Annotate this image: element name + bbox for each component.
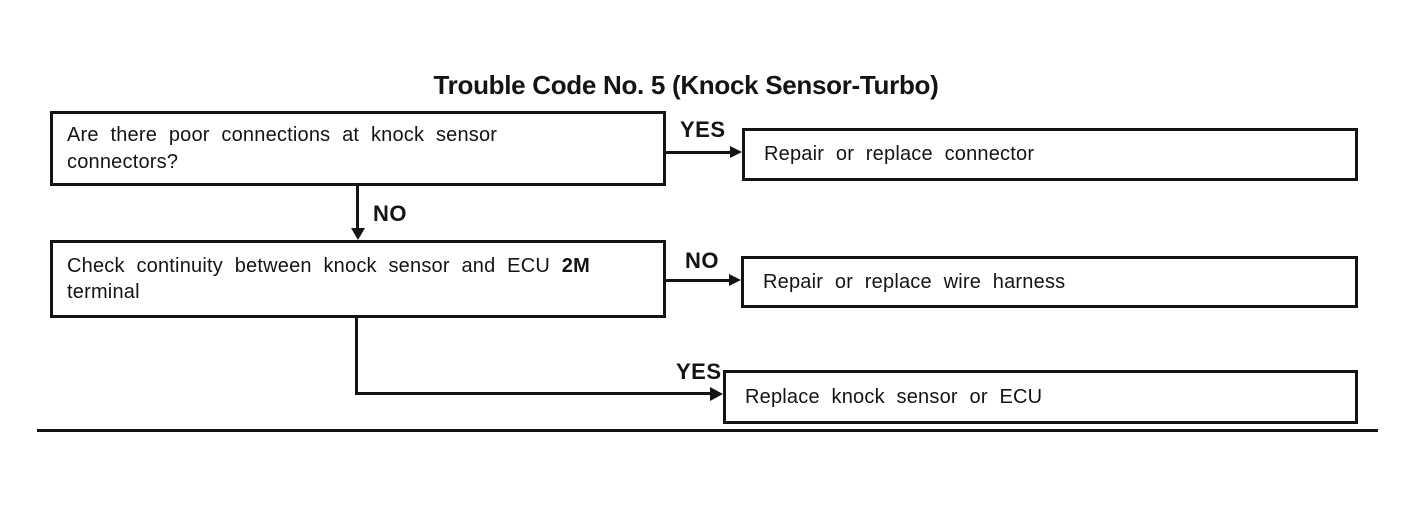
question-connections-text: Are there poor connections at knock sens… xyxy=(67,124,498,173)
flow-box-question-connections: Are there poor connections at knock sens… xyxy=(50,111,666,186)
connector-yes-2-vertical-line xyxy=(355,317,358,395)
arrowhead-right-icon xyxy=(710,387,723,401)
arrowhead-right-icon xyxy=(729,274,741,286)
connector-no-2-line xyxy=(664,279,729,282)
connector-yes-1-line xyxy=(664,151,732,154)
result-replace-sensor-ecu-text: Replace knock sensor or ECU xyxy=(745,385,1043,408)
flow-box-question-continuity: Check continuity between knock sensor an… xyxy=(50,240,666,318)
arrowhead-down-icon xyxy=(351,228,365,240)
result-wire-harness-text: Repair or replace wire harness xyxy=(763,270,1066,293)
connector-no-1-line xyxy=(356,186,359,230)
branch-label-no-2: NO xyxy=(685,248,719,273)
flow-box-result-connector: Repair or replace connector xyxy=(742,128,1358,181)
branch-label-yes-1: YES xyxy=(680,117,726,142)
arrowhead-right-icon xyxy=(730,146,742,158)
branch-label-no-1: NO xyxy=(373,201,407,226)
question-continuity-text: Check continuity between knock sensor an… xyxy=(67,254,590,303)
bottom-divider xyxy=(37,429,1378,432)
result-connector-text: Repair or replace connector xyxy=(764,143,1035,166)
page-title: Trouble Code No. 5 (Knock Sensor-Turbo) xyxy=(433,70,939,100)
connector-yes-2-horizontal-line xyxy=(355,392,711,395)
branch-label-yes-2: YES xyxy=(676,359,722,384)
flow-box-result-wire-harness: Repair or replace wire harness xyxy=(741,256,1358,308)
flow-box-result-replace-sensor-ecu: Replace knock sensor or ECU xyxy=(723,370,1358,424)
